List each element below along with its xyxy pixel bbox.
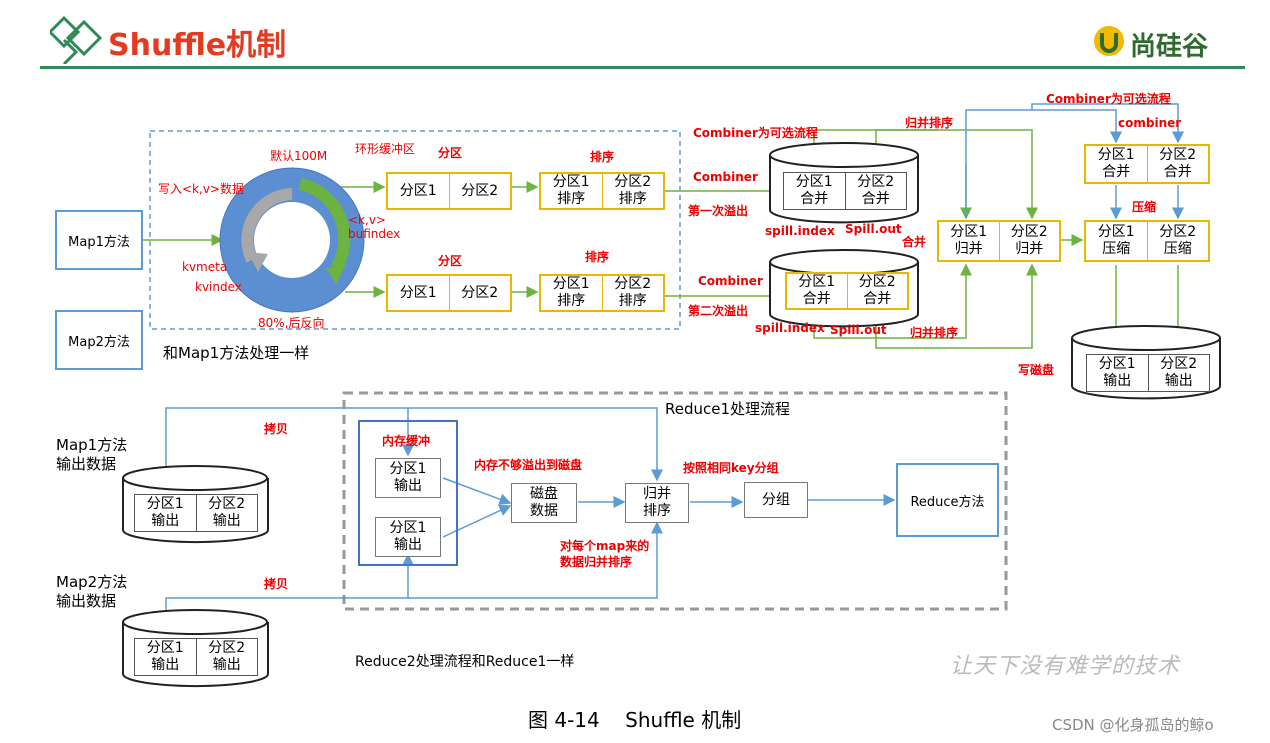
output-cell: 分区2 输出 (1147, 355, 1210, 391)
reverse-80-label: 80%,后反向 (258, 316, 325, 330)
partition-box-1: 分区1 分区2 (386, 172, 512, 210)
bufindex-label: <k,v> bufindex (348, 213, 401, 241)
spill-out-label-2: Spill.out (830, 323, 887, 337)
spill-disk-1-content: 分区1 合并 分区2 合并 (783, 172, 907, 210)
merge-label: 合并 (902, 235, 927, 249)
watermark: CSDN @化身孤岛的鲸o (1052, 716, 1214, 734)
merge-cell: 分区2 合并 (844, 173, 907, 209)
mergesort-cell: 分区1 归并 (950, 224, 988, 257)
group-by-key-label: 按照相同key分组 (683, 461, 779, 475)
merge-sort-label-bottom: 归并排序 (910, 326, 959, 340)
compress-cell: 分区1 压缩 (1097, 224, 1135, 257)
merge-cell: 分区1 合并 (1097, 147, 1135, 180)
combiner-optional-label-1: Combiner为可选流程 (693, 126, 818, 140)
brand-name: 尚硅谷 (1130, 32, 1209, 62)
output-cell: 分区1 输出 (146, 640, 184, 673)
merge-sort-label-top: 归并排序 (905, 116, 954, 130)
compress-box: 分区1 压缩 分区2 压缩 (1084, 220, 1210, 262)
partition-cell: 分区2 (448, 174, 511, 208)
combiner-optional-label-2: Combiner为可选流程 (1046, 92, 1171, 106)
group-box: 分组 (744, 482, 808, 518)
partition-cell: 分区1 (399, 284, 437, 301)
merge-cell: 分区1 合并 (798, 274, 836, 307)
output-cell: 分区1 输出 (1098, 356, 1136, 389)
memory-buffer-label: 内存缓冲 (382, 434, 431, 448)
disk-data-box: 磁盘 数据 (511, 483, 577, 523)
merge-cell: 分区1 合并 (795, 174, 833, 207)
copy-label-2: 拷贝 (264, 577, 289, 591)
merge-sort-box: 分区1 归并 分区2 归并 (937, 220, 1061, 262)
compress-cell: 分区2 压缩 (1146, 222, 1209, 260)
output-cell: 分区2 输出 (195, 639, 258, 675)
sort-cell: 分区1 排序 (552, 276, 590, 309)
mem-output-2: 分区1 输出 (375, 517, 441, 557)
second-spill-label: 第二次溢出 (688, 304, 749, 318)
sort-box-2: 分区1 排序 分区2 排序 (539, 274, 665, 312)
sort-cell: 分区2 排序 (601, 174, 664, 208)
spill-disk-2-content: 分区1 合并 分区2 合并 (785, 272, 909, 310)
merge-each-map-label: 对每个map来的 数据归并排序 (560, 539, 650, 569)
spill-index-label-2: spill.index (755, 321, 825, 335)
logo-icon (50, 15, 103, 64)
mem-output-1: 分区1 输出 (375, 458, 441, 498)
combine-box: 分区1 合并 分区2 合并 (1084, 144, 1210, 184)
partition-box-2: 分区1 分区2 (386, 274, 512, 312)
map1-method-box: Map1方法 (55, 210, 143, 270)
sort-cell: 分区1 排序 (552, 174, 590, 207)
map2-method-box: Map2方法 (55, 310, 143, 370)
reduce1-title: Reduce1处理流程 (665, 400, 791, 418)
spill-index-label-1: spill.index (765, 224, 835, 238)
spill-out-label-1: Spill.out (845, 222, 902, 236)
merge-sort-reduce-box: 归并 排序 (625, 483, 689, 523)
kvindex-label: kvindex (195, 280, 242, 294)
compress-label: 压缩 (1132, 200, 1157, 214)
reduce2-note: Reduce2处理流程和Reduce1一样 (355, 654, 575, 670)
combiner-label-2: Combiner (698, 274, 763, 288)
mergesort-cell: 分区2 归并 (998, 222, 1060, 260)
output-cell: 分区1 输出 (146, 496, 184, 529)
partition-label-1: 分区 (438, 146, 463, 160)
ring-buffer-graphic (219, 167, 365, 313)
sort-label-1: 排序 (590, 150, 615, 164)
final-output-box: 分区1 输出 分区2 输出 (1086, 354, 1210, 392)
reduce-method-box: Reduce方法 (896, 463, 999, 537)
first-spill-label: 第一次溢出 (688, 204, 749, 218)
brand-logo-icon (1094, 26, 1124, 56)
sort-cell: 分区2 排序 (601, 276, 664, 310)
header-divider (40, 66, 1245, 69)
page-title: Shuffle机制 (108, 28, 287, 63)
merge-cell: 分区2 合并 (1146, 146, 1209, 182)
partition-cell: 分区2 (448, 276, 511, 310)
figure-caption: 图 4-14 Shuffle 机制 (528, 708, 742, 732)
output-cell: 分区2 输出 (195, 495, 258, 531)
combiner-lower-label: combiner (1118, 116, 1182, 130)
slogan: 让天下没有难学的技术 (950, 654, 1181, 679)
copy-label-1: 拷贝 (264, 422, 289, 436)
kvmeta-label: kvmeta (182, 260, 228, 274)
sort-box-1: 分区1 排序 分区2 排序 (539, 172, 665, 210)
merge-cell: 分区2 合并 (846, 274, 908, 308)
partition-cell: 分区1 (399, 182, 437, 199)
sort-label-2: 排序 (585, 250, 610, 264)
write-kv-label: 写入<k,v>数据 (158, 182, 244, 196)
write-disk-label: 写磁盘 (1018, 363, 1055, 377)
combiner-label-1: Combiner (693, 170, 758, 184)
map2-output-label: Map2方法 输出数据 (56, 573, 128, 610)
mem-spill-label: 内存不够溢出到磁盘 (474, 458, 583, 472)
map1-output-disk-content: 分区1 输出 分区2 输出 (134, 494, 258, 532)
default-100m-label: 默认100M (270, 149, 328, 163)
memory-buffer-box (358, 420, 458, 566)
partition-label-2: 分区 (438, 254, 463, 268)
map2-note: 和Map1方法处理一样 (163, 344, 310, 362)
map1-output-label: Map1方法 输出数据 (56, 436, 128, 473)
map2-output-disk-content: 分区1 输出 分区2 输出 (134, 638, 258, 676)
ring-buffer-label: 环形缓冲区 (355, 142, 416, 156)
